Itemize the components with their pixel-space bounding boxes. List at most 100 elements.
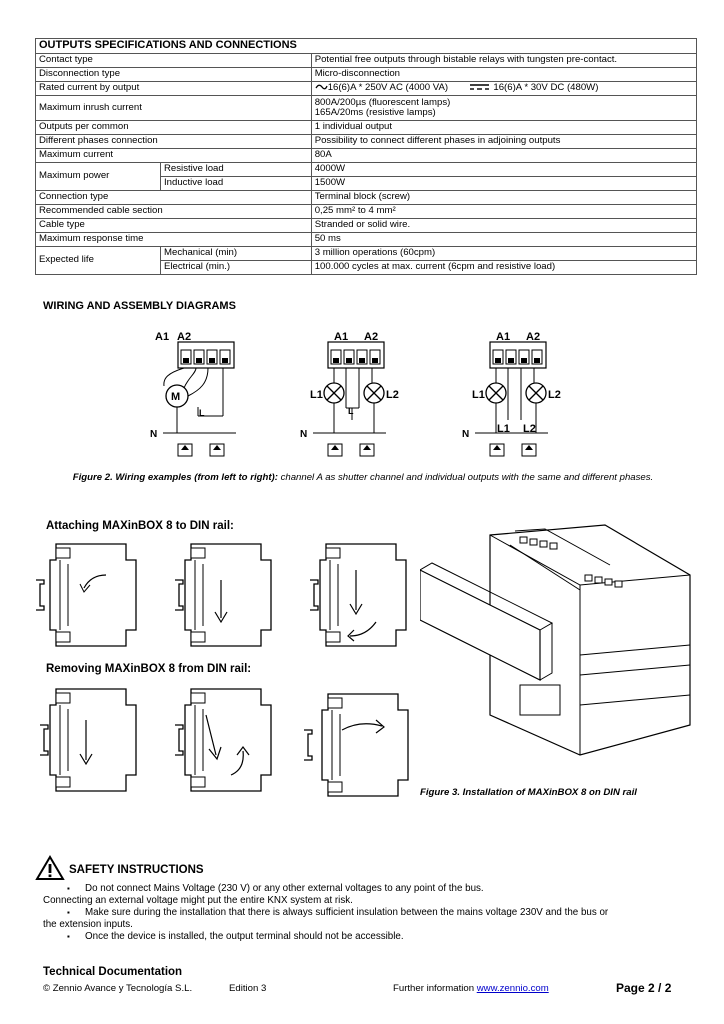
wiring-heading: WIRING AND ASSEMBLY DIAGRAMS bbox=[43, 300, 236, 312]
inrush-line-2: 165A/20ms (resistive lamps) bbox=[314, 107, 436, 118]
attach-step-2 bbox=[174, 543, 272, 647]
table-row: Expected life Mechanical (min) 3 million… bbox=[35, 246, 698, 275]
inrush-line-1: 800A/200µs (fluorescent lamps) bbox=[314, 96, 451, 108]
row-label: Outputs per common bbox=[35, 120, 312, 135]
label-a2: A2 bbox=[364, 331, 378, 343]
wiring-diagram-shutter: A1 A2 M L N bbox=[150, 331, 236, 457]
rated-ac-value: 16(6)A * 250V AC (4000 VA) bbox=[327, 82, 449, 94]
safety-title: SAFETY INSTRUCTIONS bbox=[69, 864, 204, 876]
din-rail-steps bbox=[36, 543, 409, 797]
table-row: Maximum response time 50 ms bbox=[35, 232, 698, 247]
caption-bold: Figure 2. Wiring examples (from left to … bbox=[72, 472, 278, 483]
label-l1: L1 bbox=[472, 389, 485, 401]
safety-bullet-1: Do not connect Mains Voltage (230 V) or … bbox=[85, 883, 484, 894]
row-label: Maximum inrush current bbox=[35, 95, 312, 121]
row-label: Maximum current bbox=[35, 148, 312, 163]
remove-title: Removing MAXinBOX 8 from DIN rail: bbox=[46, 663, 252, 675]
row-value: 3 million operations (60cpm) bbox=[310, 246, 698, 261]
maxinbox-device-illustration bbox=[420, 524, 691, 756]
figure-3-caption: Figure 3. Installation of MAXinBOX 8 on … bbox=[420, 787, 637, 798]
row-value: Potential free outputs through bistable … bbox=[310, 53, 698, 68]
copyright: © Zennio Avance y Tecnología S.L. bbox=[43, 983, 193, 994]
table-row: Maximum inrush current 800A/200µs (fluor… bbox=[35, 95, 698, 121]
row-label: Maximum response time bbox=[35, 232, 312, 247]
row-label: Cable type bbox=[35, 218, 312, 233]
rated-dc-value: 16(6)A * 30V DC (480W) bbox=[493, 82, 599, 94]
safety-bullet-2: Make sure during the installation that t… bbox=[85, 906, 609, 918]
edition: Edition 3 bbox=[229, 983, 267, 994]
row-label: Connection type bbox=[35, 190, 312, 205]
zennio-link[interactable]: www.zennio.com bbox=[476, 983, 549, 994]
row-value: 4000W bbox=[310, 162, 698, 177]
list-item: Make sure during the installation that t… bbox=[43, 907, 683, 919]
table-row: Cable type Stranded or solid wire. bbox=[35, 218, 698, 233]
footer-title: Technical Documentation bbox=[43, 966, 183, 978]
row-sublabel: Resistive load bbox=[160, 162, 312, 177]
label-a1: A1 bbox=[334, 331, 348, 343]
row-value: 50 ms bbox=[310, 232, 698, 247]
table-row: Contact type Potential free outputs thro… bbox=[35, 53, 698, 68]
table-title: OUTPUTS SPECIFICATIONS AND CONNECTIONS bbox=[35, 38, 697, 54]
label-l: L bbox=[199, 408, 205, 418]
label-l2: L2 bbox=[386, 389, 399, 401]
row-value: 1 individual output bbox=[310, 120, 698, 135]
list-item-continuation: the extension inputs. bbox=[43, 918, 133, 930]
attach-step-1 bbox=[36, 543, 137, 647]
row-value: 1500W bbox=[310, 176, 698, 191]
label-m: M bbox=[171, 391, 180, 403]
table-row: Disconnection type Micro-disconnection bbox=[35, 67, 698, 82]
attach-step-3 bbox=[309, 543, 407, 647]
row-label: Maximum power bbox=[35, 162, 161, 191]
wiring-diagram-same-phase: A1 A2 L1 L2 L N bbox=[300, 331, 399, 457]
row-value: Possibility to connect different phases … bbox=[310, 134, 698, 149]
row-label: Contact type bbox=[35, 53, 312, 68]
row-value: 80A bbox=[310, 148, 698, 163]
remove-step-2 bbox=[174, 688, 272, 792]
row-label: Different phases connection bbox=[35, 134, 312, 149]
label-n: N bbox=[300, 429, 307, 440]
dc-symbol-icon bbox=[469, 84, 489, 91]
safety-bullet-3: Once the device is installed, the output… bbox=[85, 930, 404, 942]
wiring-diagram-different-phases: A1 A2 L1 L2 L1 L2 N bbox=[462, 331, 561, 457]
row-value: Micro-disconnection bbox=[310, 67, 698, 82]
label-n: N bbox=[462, 429, 469, 440]
table-row: Maximum current 80A bbox=[35, 148, 698, 163]
table-row: Rated current by output 16(6)A * 250V AC… bbox=[35, 81, 698, 96]
ac-symbol-icon bbox=[315, 85, 328, 90]
row-label: Disconnection type bbox=[35, 67, 312, 82]
row-value: Terminal block (screw) bbox=[310, 190, 698, 205]
label-n: N bbox=[150, 429, 157, 440]
further-info: Further information www.zennio.com bbox=[393, 983, 549, 994]
row-label: Expected life bbox=[35, 246, 161, 275]
list-item: Once the device is installed, the output… bbox=[43, 931, 683, 943]
row-value: 800A/200µs (fluorescent lamps)165A/20ms … bbox=[310, 95, 698, 121]
table-row: Connection type Terminal block (screw) bbox=[35, 190, 698, 205]
remove-step-3 bbox=[303, 693, 409, 797]
wiring-diagrams: A1 A2 M L N A1 A2 L1 L2 L N bbox=[150, 331, 561, 457]
label-l2-phase: L2 bbox=[523, 423, 536, 435]
safety-instructions: Do not connect Mains Voltage (230 V) or … bbox=[43, 883, 683, 943]
row-value: 16(6)A * 250V AC (4000 VA) 16(6)A * 30V … bbox=[310, 81, 698, 96]
label-l2: L2 bbox=[548, 389, 561, 401]
label-l1: L1 bbox=[310, 389, 323, 401]
figure-2-caption: Figure 2. Wiring examples (from left to … bbox=[40, 472, 686, 484]
row-value: 0,25 mm² to 4 mm² bbox=[310, 204, 698, 219]
specifications-table: OUTPUTS SPECIFICATIONS AND CONNECTIONS C… bbox=[35, 38, 698, 275]
label-l: L bbox=[348, 406, 354, 416]
row-sublabel: Electrical (min.) bbox=[160, 260, 312, 275]
table-row: Electrical (min.) 100.000 cycles at max.… bbox=[36, 260, 698, 275]
row-value: Stranded or solid wire. bbox=[310, 218, 698, 233]
label-a2: A2 bbox=[177, 331, 191, 343]
label-a2: A2 bbox=[526, 331, 540, 343]
page-number: Page 2 / 2 bbox=[616, 981, 672, 995]
warning-icon bbox=[35, 855, 65, 880]
row-sublabel: Mechanical (min) bbox=[160, 246, 312, 261]
row-value: 100.000 cycles at max. current (6cpm and… bbox=[310, 260, 698, 275]
label-a1: A1 bbox=[496, 331, 510, 343]
remove-step-1 bbox=[39, 688, 137, 792]
label-a1: A1 bbox=[155, 331, 169, 343]
list-item-continuation: Connecting an external voltage might put… bbox=[43, 894, 353, 906]
row-sublabel: Inductive load bbox=[160, 176, 312, 191]
label-l1-phase: L1 bbox=[497, 423, 510, 435]
caption-text: channel A as shutter channel and individ… bbox=[277, 472, 654, 483]
